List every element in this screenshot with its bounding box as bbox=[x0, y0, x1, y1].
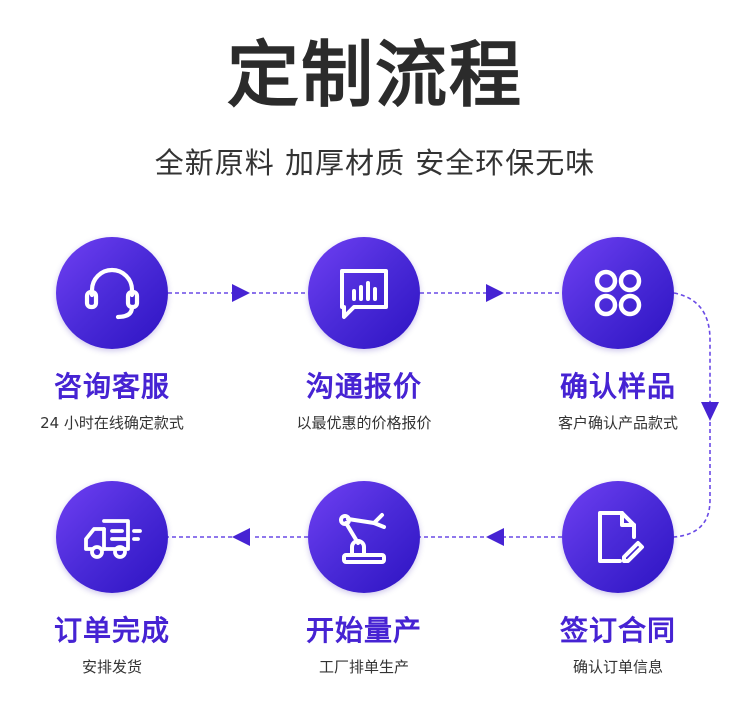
step-quote-desc: 以最优惠的价格报价 bbox=[296, 414, 432, 432]
step-complete-desc: 安排发货 bbox=[81, 658, 142, 676]
step-consult-desc: 24 小时在线确定款式 bbox=[40, 414, 184, 432]
step-consult-title: 咨询客服 bbox=[53, 370, 170, 403]
step-sample-desc: 客户确认产品款式 bbox=[557, 414, 678, 432]
step-complete-title: 订单完成 bbox=[53, 614, 170, 647]
step-production-desc: 工厂排单生产 bbox=[318, 658, 409, 676]
step-consult-circle bbox=[56, 237, 168, 349]
arrow-right-icon bbox=[232, 284, 250, 302]
headset-icon bbox=[84, 267, 140, 320]
step-contract-desc: 确认订单信息 bbox=[572, 658, 663, 676]
page-subtitle: 全新原料 加厚材质 安全环保无味 bbox=[154, 146, 596, 180]
step-quote-circle bbox=[308, 237, 420, 349]
step-quote-title: 沟通报价 bbox=[305, 370, 422, 403]
page-title: 定制流程 bbox=[226, 33, 523, 117]
delivery-truck-icon bbox=[84, 519, 142, 559]
arrow-right-icon bbox=[486, 284, 504, 302]
step-contract-title: 签订合同 bbox=[559, 614, 676, 647]
step-contract-circle bbox=[562, 481, 674, 593]
arrow-left-icon bbox=[486, 528, 504, 546]
step-sample-circle bbox=[562, 237, 674, 349]
step-production-title: 开始量产 bbox=[305, 614, 422, 647]
step-sample-title: 确认样品 bbox=[559, 370, 676, 403]
four-circles-icon bbox=[594, 269, 642, 317]
arrow-down-icon bbox=[701, 402, 719, 421]
step-production-circle bbox=[308, 481, 420, 593]
arrow-left-icon bbox=[232, 528, 250, 546]
robot-arm-icon bbox=[339, 513, 386, 564]
chart-chat-icon bbox=[340, 269, 388, 319]
document-edit-icon bbox=[598, 511, 644, 563]
step-complete-circle bbox=[56, 481, 168, 593]
